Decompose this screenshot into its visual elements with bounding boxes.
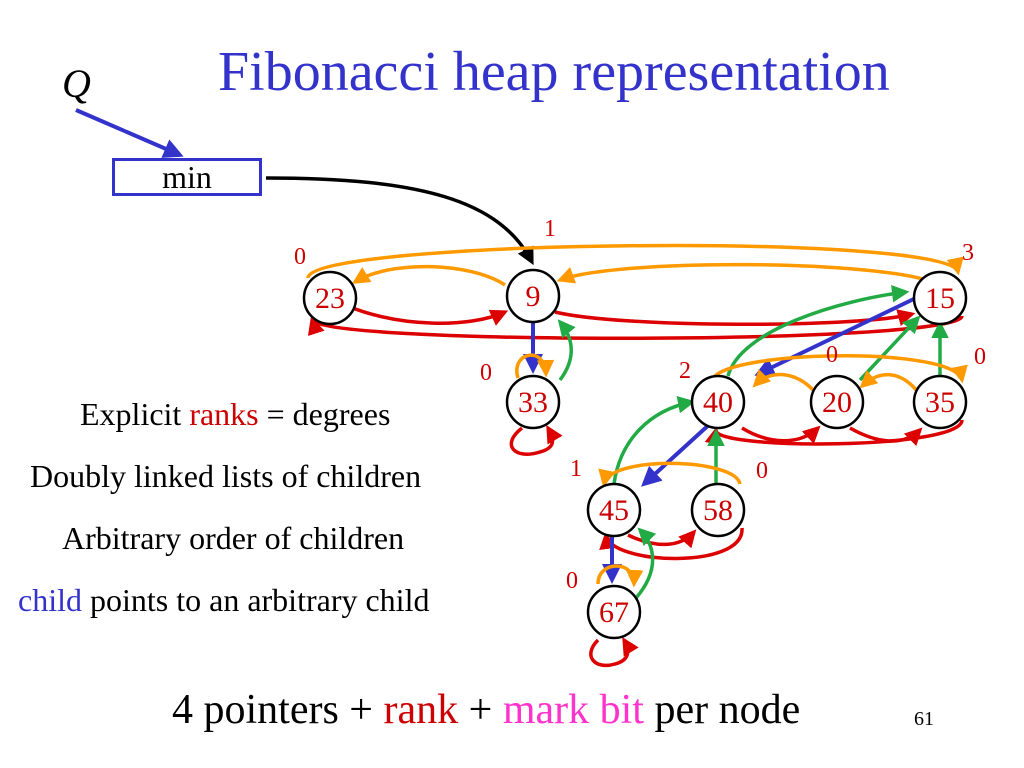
q-pointer-arrow: [75, 108, 184, 158]
self-right-pointer-67: [589, 636, 639, 668]
rank-label-15: 3: [962, 240, 974, 266]
node-20: 20 0: [809, 342, 865, 430]
child-pointer-15-40: [754, 294, 921, 377]
bullet-child-pointer: child points to an arbitrary child: [18, 582, 429, 619]
min-pointer-box: min: [112, 158, 262, 196]
bullet-1-ranks: ranks: [189, 396, 259, 432]
child-left-pointer-35-20: [859, 370, 920, 394]
footer-summary: 4 pointers + rank + mark bit per node: [172, 686, 800, 734]
footer-rank: rank: [383, 687, 459, 733]
footer-part-5: per node: [643, 687, 801, 733]
footer-part-3: +: [458, 687, 503, 733]
bullet-arbitrary-order: Arbitrary order of children: [62, 520, 405, 556]
rank-label-33: 0: [480, 360, 492, 386]
min-pointer-arrow: [265, 176, 534, 266]
child-pointer-40-45: [641, 420, 714, 487]
bullet-explicit-ranks: Explicit ranks = degrees: [80, 396, 390, 433]
child-right-pointer-35-40: [704, 419, 964, 446]
child-right-pointer-45-58: [627, 529, 697, 549]
rank-label-35: 0: [974, 344, 986, 370]
parent-pointer-33-9: [557, 319, 576, 382]
node-key-67: 67: [599, 596, 629, 629]
node-35: 35 0: [912, 344, 986, 430]
node-40: 40 2: [679, 358, 746, 430]
node-15: 15 3: [912, 240, 974, 326]
parent-pointer-40-15: [726, 285, 910, 377]
rank-label-45: 1: [570, 456, 582, 482]
rank-label-9: 1: [544, 216, 556, 242]
self-left-pointer-33: [515, 353, 555, 379]
child-right-pointer-40-20: [741, 425, 821, 444]
node-9: 9 1: [505, 216, 561, 324]
node-key-20: 20: [822, 386, 852, 419]
child-left-pointer-58-45: [598, 461, 742, 488]
rank-label-20: 0: [826, 342, 838, 368]
node-67: 67 0: [566, 568, 642, 640]
root-left-pointer-23-15: [306, 243, 964, 279]
root-right-pointer-9-15: [554, 309, 916, 327]
child-left-pointer-20-40: [752, 368, 817, 394]
node-45: 45 1: [570, 456, 642, 538]
self-left-pointer-67: [596, 564, 644, 588]
rank-label-23: 0: [294, 244, 306, 270]
node-58: 58 0: [690, 458, 768, 538]
node-key-23: 23: [315, 282, 345, 315]
node-33: 33 0: [480, 360, 561, 430]
parent-pointer-45-40: [612, 396, 696, 485]
node-key-33: 33: [518, 386, 548, 419]
footer-mark-bit: mark bit: [502, 687, 644, 733]
node-key-45: 45: [599, 494, 629, 527]
root-right-pointer-15-23: [308, 314, 964, 341]
node-key-9: 9: [526, 280, 541, 313]
q-variable-label: Q: [62, 61, 91, 106]
bullet-4-child: child: [18, 582, 82, 618]
parent-pointer-20-15: [858, 315, 921, 382]
rank-label-67: 0: [566, 568, 578, 594]
bullet-1-prefix: Explicit: [80, 396, 190, 432]
node-key-35: 35: [925, 386, 955, 419]
node-23: 23 0: [294, 244, 358, 326]
page-number: 61: [914, 708, 934, 730]
min-label: min: [162, 159, 212, 195]
rank-label-40: 2: [679, 358, 691, 384]
footer-part-1: 4 pointers +: [172, 687, 384, 733]
root-right-pointer-23-9: [344, 303, 509, 326]
node-key-15: 15: [925, 282, 955, 315]
node-key-58: 58: [703, 494, 733, 527]
parent-pointer-67-45: [634, 527, 657, 600]
child-left-pointer-40-35: [710, 354, 968, 384]
node-key-40: 40: [703, 386, 733, 419]
root-left-pointer-15-9: [556, 262, 936, 285]
bullet-1-suffix: = degrees: [258, 396, 391, 432]
bullet-doubly-linked: Doubly linked lists of children: [30, 458, 422, 494]
slide-title: Fibonacci heap representation: [218, 41, 890, 103]
self-right-pointer-33: [509, 424, 563, 456]
root-left-pointer-9-23: [352, 264, 506, 287]
bullet-4-suffix: points to an arbitrary child: [81, 582, 430, 618]
rank-label-58: 0: [756, 458, 768, 484]
